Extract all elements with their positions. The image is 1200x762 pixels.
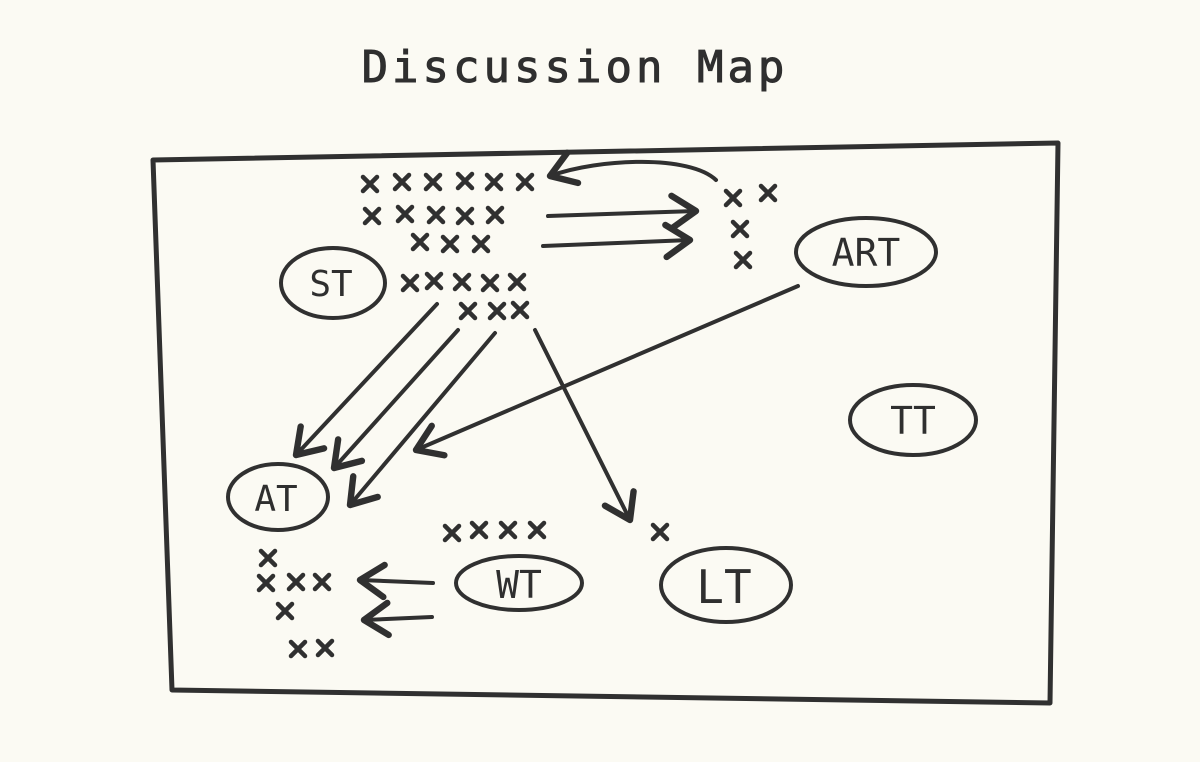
x-mark bbox=[527, 520, 547, 540]
x-mark bbox=[455, 206, 475, 226]
x-mark bbox=[455, 171, 475, 191]
x-mark bbox=[480, 273, 500, 293]
x-mark bbox=[452, 272, 472, 292]
x-mark bbox=[471, 234, 491, 254]
node-art-label: ART bbox=[832, 231, 901, 275]
arrow bbox=[533, 328, 637, 524]
x-mark bbox=[256, 573, 276, 593]
node-wt-label: WT bbox=[496, 563, 542, 607]
x-mark bbox=[424, 271, 444, 291]
x-mark bbox=[507, 272, 527, 292]
x-mark bbox=[733, 250, 753, 270]
node-st: ST bbox=[279, 246, 387, 320]
x-mark bbox=[392, 172, 412, 192]
x-mark bbox=[360, 174, 380, 194]
node-tt-label: TT bbox=[890, 399, 936, 443]
node-lt: LT bbox=[659, 546, 793, 624]
arrow bbox=[546, 192, 700, 232]
x-mark bbox=[515, 172, 535, 192]
node-lt-label: LT bbox=[696, 560, 751, 614]
x-mark bbox=[487, 301, 507, 321]
x-mark bbox=[286, 572, 306, 592]
x-mark bbox=[458, 301, 478, 321]
x-mark bbox=[650, 522, 670, 542]
node-wt-ellipse bbox=[454, 554, 584, 612]
node-at-ellipse bbox=[226, 462, 330, 532]
x-mark bbox=[469, 520, 489, 540]
node-st-ellipse bbox=[279, 246, 387, 320]
x-mark bbox=[395, 204, 415, 224]
x-mark bbox=[275, 601, 295, 621]
participation-marks bbox=[256, 171, 778, 659]
x-mark bbox=[410, 232, 430, 252]
x-mark bbox=[315, 638, 335, 658]
x-mark bbox=[498, 520, 518, 540]
x-mark bbox=[442, 523, 462, 543]
node-tt-ellipse bbox=[848, 383, 978, 457]
node-at-label: AT bbox=[254, 479, 297, 520]
x-mark bbox=[723, 188, 743, 208]
x-mark bbox=[312, 572, 332, 592]
interaction-arrows bbox=[292, 149, 800, 639]
diagram-title: Discussion Map bbox=[362, 42, 789, 93]
x-mark bbox=[400, 273, 420, 293]
node-wt: WT bbox=[454, 554, 584, 612]
arrow bbox=[360, 599, 434, 639]
x-mark bbox=[426, 205, 446, 225]
x-mark bbox=[485, 205, 505, 225]
arrow bbox=[346, 331, 497, 509]
arrow bbox=[330, 328, 460, 472]
arrow bbox=[541, 221, 694, 261]
node-art-ellipse bbox=[794, 216, 938, 288]
arrow bbox=[292, 302, 439, 459]
node-at: AT bbox=[226, 462, 330, 532]
arrow bbox=[356, 561, 435, 601]
x-mark bbox=[258, 548, 278, 568]
x-mark bbox=[510, 300, 530, 320]
x-mark bbox=[758, 183, 778, 203]
x-mark bbox=[362, 206, 382, 226]
x-mark bbox=[730, 219, 750, 239]
node-lt-ellipse bbox=[659, 546, 793, 624]
x-mark bbox=[484, 172, 504, 192]
node-art: ART bbox=[794, 216, 938, 288]
x-mark bbox=[288, 639, 308, 659]
arrow bbox=[546, 149, 718, 187]
x-mark bbox=[423, 172, 443, 192]
x-mark bbox=[440, 234, 460, 254]
node-tt: TT bbox=[848, 383, 978, 457]
arrow bbox=[412, 284, 800, 459]
map-frame bbox=[150, 140, 1061, 706]
node-st-label: ST bbox=[309, 264, 352, 305]
